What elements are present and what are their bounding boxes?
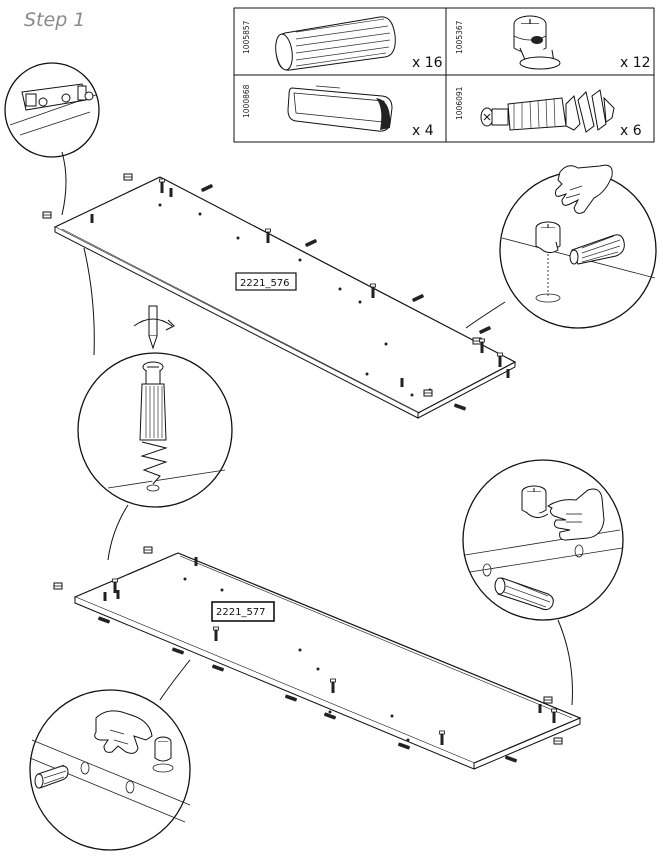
detail-callout-dowel-cam-bottom	[29, 659, 191, 851]
cam-lock-icon	[152, 736, 174, 773]
panel-label: 2221_577	[216, 607, 266, 618]
part-cam-bolt: 1006091 x 6	[455, 86, 642, 139]
detail-callout-cam-lock-insertion	[465, 164, 657, 329]
pointing-hand-icon	[555, 164, 613, 214]
part-code: 1000868	[242, 84, 251, 118]
panel-2221-577: 2221_577	[53, 546, 582, 770]
pointing-hand-icon	[94, 710, 153, 754]
shelf-support-icon	[287, 85, 393, 132]
part-code: 1005857	[242, 20, 251, 54]
cam-bolt-icon	[480, 89, 615, 133]
detail-callout-cam-bolt	[77, 247, 233, 561]
wooden-dowel-icon	[569, 234, 625, 265]
part-quantity: x 12	[620, 55, 651, 71]
cam-lock-icon	[513, 15, 561, 70]
part-cam-lock: 1005367 x 12	[455, 15, 651, 71]
part-dowel: 1005857 x 16	[242, 16, 443, 71]
wooden-dowel-icon	[494, 577, 554, 611]
part-quantity: x 4	[412, 123, 434, 139]
wooden-dowel-icon	[275, 16, 396, 71]
part-shelf-support: 1000868 x 4	[242, 84, 434, 139]
panel-label: 2221_576	[240, 278, 290, 289]
step-title: Step 1	[24, 9, 85, 31]
part-code: 1006091	[455, 86, 464, 120]
detail-callout-shelf-support	[4, 62, 100, 216]
cam-bolt-icon	[139, 361, 168, 485]
parts-legend: 1005857 x 16 1005367	[233, 7, 655, 143]
part-quantity: x 16	[412, 55, 443, 71]
pointing-hand-icon	[547, 488, 605, 541]
detail-callout-dowel-cam	[462, 459, 624, 706]
wooden-dowel-icon	[34, 764, 69, 789]
part-quantity: x 6	[620, 123, 642, 139]
part-code: 1005367	[455, 20, 464, 54]
cam-lock-icon	[521, 485, 549, 518]
panel-2221-576: 2221_576	[42, 173, 517, 419]
screwdriver-icon	[133, 305, 175, 350]
